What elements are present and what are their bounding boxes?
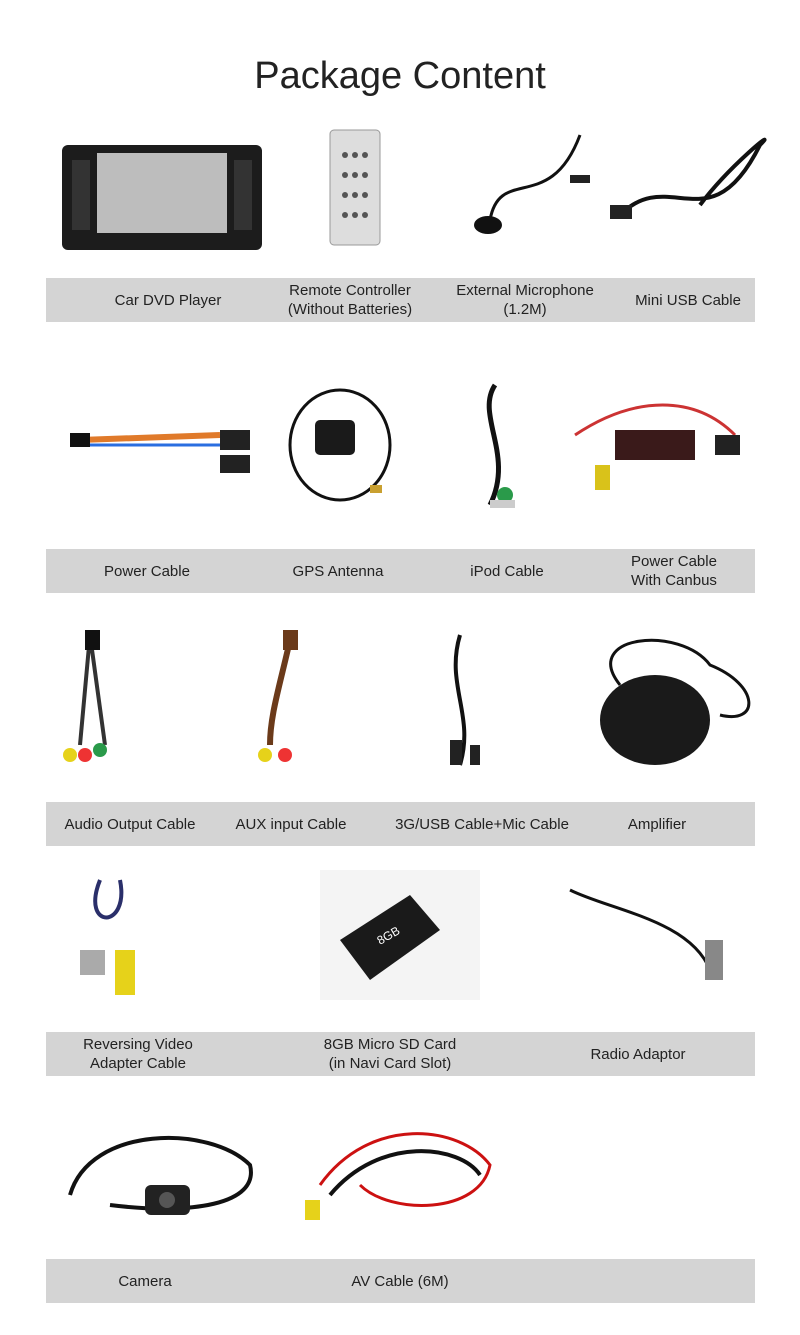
item-label: Reversing Video Adapter Cable [83,1036,193,1072]
page-title: Package Content [254,55,546,97]
camera-icon [50,1105,260,1255]
audio-cable-icon [10,625,220,775]
radio-adaptor-icon [540,870,750,1020]
item-label: 8GB Micro SD Card (in Navi Card Slot) [323,1036,457,1072]
item-label: Power Cable [104,562,190,580]
item-label: Audio Output Cable [64,815,196,833]
item-label: AUX input Cable [235,815,347,833]
gps-antenna-icon [240,375,450,525]
item-label: Power Cable With Canbus [631,553,717,589]
label-bar [46,1259,755,1303]
label-bar [46,1032,755,1076]
microphone-icon [430,125,640,275]
sd-card-icon: 8GB [300,870,510,1020]
aux-cable-icon [190,625,400,775]
video-adapter-icon [40,870,250,1020]
usb-cable-icon [580,125,790,275]
item-label: Radio Adaptor [590,1045,686,1063]
item-label: Remote Controller (Without Batteries) [287,282,413,318]
item-label: Mini USB Cable [635,291,741,309]
amplifier-icon [560,625,770,775]
remote-controller-icon [250,125,460,275]
label-bar [46,278,755,322]
canbus-cable-icon [555,375,765,525]
item-label: 3G/USB Cable+Mic Cable [395,815,569,833]
item-label: Amplifier [627,815,687,833]
power-cable-icon [60,375,270,525]
label-bar [46,549,755,593]
item-label: External Microphone (1.2M) [456,282,594,318]
label-bar [46,802,755,846]
item-label: Car DVD Player [114,291,222,309]
usb-mic-cable-icon [365,625,575,775]
item-label: GPS Antenna [292,562,384,580]
item-label: Camera [118,1272,172,1290]
car-dvd-player-icon [57,125,267,275]
item-label: iPod Cable [470,562,544,580]
ipod-cable-icon [395,375,605,525]
item-label: AV Cable (6M) [351,1272,449,1290]
av-cable-icon [290,1105,500,1255]
